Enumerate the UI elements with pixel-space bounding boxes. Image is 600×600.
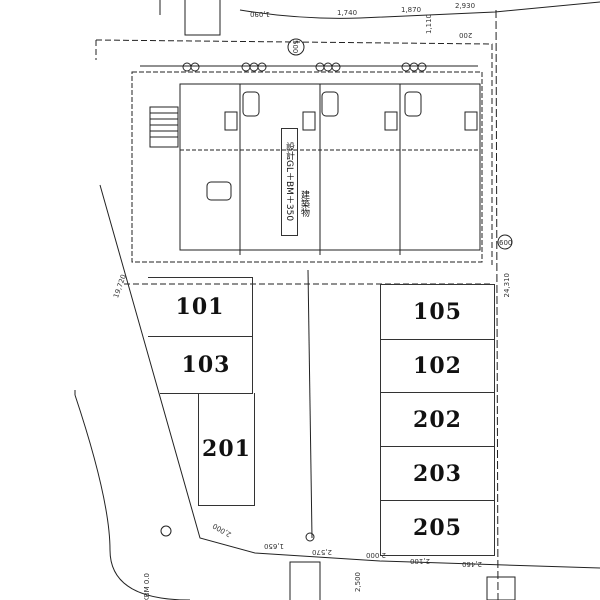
site-boundary <box>95 39 493 265</box>
dim-bottom-6: 2,460 <box>462 560 483 568</box>
dim-bottom-5: 2,100 <box>410 557 431 565</box>
bathtub <box>242 91 260 117</box>
kbm-label: KBM 0.0 <box>143 573 151 600</box>
bathtub <box>321 91 339 117</box>
right-boundary <box>495 9 499 600</box>
top-structure <box>159 0 221 36</box>
dim-right-boundary: 24,310 <box>503 273 511 298</box>
dim-top-5: 1,110 <box>425 14 433 35</box>
dim-top-1: 1,090 <box>250 10 271 18</box>
parking-stall-201: 201 <box>198 393 255 506</box>
dim-bottom-7: 2,500 <box>354 572 362 593</box>
building-outline <box>131 71 483 263</box>
bathtub <box>206 181 232 201</box>
parking-stall-105: 105 <box>380 284 495 340</box>
dim-top-4: 2,930 <box>455 2 476 10</box>
parking-stall-101: 101 <box>148 277 253 337</box>
stairs <box>149 106 179 148</box>
building-units <box>179 83 481 251</box>
parking-stall-102: 102 <box>380 339 495 393</box>
dim-top-2: 1,740 <box>337 9 358 17</box>
level-marker-right <box>497 234 513 250</box>
parking-stall-205: 205 <box>380 501 495 556</box>
dim-top-6: 200 <box>459 31 473 39</box>
dim-top-3: 1,870 <box>401 6 422 14</box>
kbm-marker <box>160 525 172 537</box>
dim-bottom-4: 2,000 <box>366 551 387 559</box>
parking-stall-103: 103 <box>160 336 253 394</box>
building-note: 建築物 <box>299 190 309 217</box>
dim-bottom-2: 1,650 <box>264 542 285 550</box>
curb-curve <box>74 394 191 600</box>
bathtub <box>404 91 422 117</box>
dim-bottom-3: 2,570 <box>312 548 333 556</box>
parking-stall-202: 202 <box>380 393 495 447</box>
parking-stall-203: 203 <box>380 447 495 501</box>
circle-label-right: 600 <box>499 239 513 247</box>
road-edge <box>239 1 600 19</box>
site-boundary-lower <box>99 184 600 569</box>
level-marker <box>287 38 305 56</box>
design-level-note: 設計GL＋BM＋350 <box>281 128 298 236</box>
circle-label: 500 <box>291 40 299 54</box>
utility-meters <box>182 62 427 72</box>
